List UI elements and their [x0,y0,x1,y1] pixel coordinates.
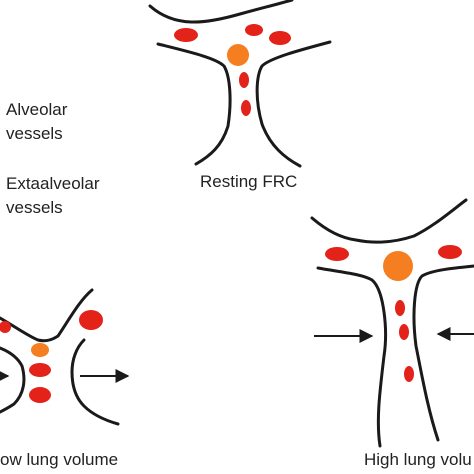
low-upper-wall [0,288,94,343]
resting-extraalveolar-vessel [227,44,249,66]
extraalveolar-label-line-2: vessels [6,198,63,217]
high-alveolar-vessel-lower-3 [404,366,414,382]
resting-alveolar-vessel-lower-1 [239,72,249,88]
low-alveolar-vessel-2 [29,387,51,403]
extraalveolar-vessels-label: Extaalveolar vessels [6,172,100,220]
high-alveolar-vessel-lower-2 [399,324,409,340]
resting-frc-panel [148,0,332,168]
alveolar-label-line-2: vessels [6,124,63,143]
resting-alveolar-vessel-mid [245,24,263,36]
resting-alveolar-vessel-lower-2 [241,100,251,116]
low-lung-volume-caption: ow lung volume [0,450,119,469]
low-lung-volume-panel [0,288,130,426]
high-extraalveolar-vessel [383,251,413,281]
resting-upper-wall [148,0,294,24]
high-upper-wall [310,198,468,244]
resting-frc-caption: Resting FRC [200,172,298,191]
high-lung-volume-caption: High lung volu [364,450,472,469]
alveolar-label-line-1: Alveolar [6,100,68,119]
resting-left-wall [156,42,232,166]
low-left-wall [0,346,26,414]
extraalveolar-label-line-1: Extaalveolar [6,174,100,193]
low-right-wall [70,338,120,426]
high-alveolar-vessel-lower-1 [395,300,405,316]
alveolar-vessels-label: Alveolar vessels [6,98,67,146]
high-alveolar-vessel-right [438,245,462,259]
high-lung-volume-panel [310,198,474,448]
low-extraalveolar-vessel [31,343,49,357]
resting-right-wall [255,40,332,168]
resting-alveolar-vessel-left [174,28,198,42]
high-right-wall [412,264,474,442]
low-alveolar-vessel-1 [29,363,51,377]
high-left-wall [316,266,387,448]
low-alveolar-vessel-top [79,310,103,330]
resting-alveolar-vessel-right [269,31,291,45]
high-alveolar-vessel-left [325,247,349,261]
low-alveolar-vessel-edge [0,321,11,333]
